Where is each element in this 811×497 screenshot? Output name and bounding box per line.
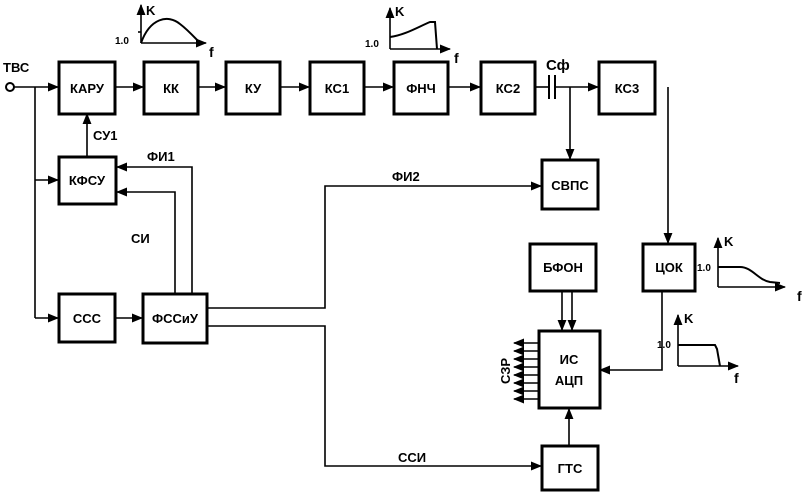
block-sss-label: ССС [73, 311, 102, 326]
response-graph-4-f: f [734, 370, 739, 386]
response-graph-1-level: 1.0 [115, 36, 129, 47]
block-gts-label: ГТС [558, 461, 583, 476]
block-kk-label: КК [163, 81, 179, 96]
block-ku-label: КУ [245, 81, 262, 96]
response-graph-4: K f 1.0 [657, 311, 740, 386]
block-ks3-label: КС3 [615, 81, 639, 96]
block-karu-label: КАРУ [70, 81, 105, 96]
signal-ssi-label: ССИ [398, 450, 426, 465]
wire-fi2 [207, 181, 543, 309]
response-graph-1-k: K [146, 3, 156, 18]
block-bfon-label: БФОН [543, 260, 583, 275]
response-graph-4-k: K [684, 311, 694, 326]
wire-tsok-acp [598, 292, 663, 375]
block-fssiu-label: ФССиУ [152, 311, 199, 326]
block-karu: КАРУ [57, 60, 117, 116]
block-is-acp: ИС АЦП [537, 329, 602, 410]
wire-si [115, 187, 176, 294]
block-ks1-label: КС1 [325, 81, 349, 96]
block-bfon: БФОН [528, 242, 598, 293]
block-svps: СВПС [540, 158, 600, 211]
response-graph-3-level: 1.0 [697, 263, 711, 274]
block-gts: ГТС [540, 444, 600, 492]
block-fnch-label: ФНЧ [406, 81, 436, 96]
input-label: ТВС [3, 60, 30, 75]
signal-si-label: СИ [131, 231, 150, 246]
response-graph-2-k: K [395, 4, 405, 19]
block-sss: ССС [57, 292, 117, 344]
block-tsok-label: ЦОК [655, 260, 683, 275]
block-fnch: ФНЧ [392, 60, 450, 116]
block-kfsu: КФСУ [57, 155, 118, 206]
wire-ssi [207, 325, 543, 471]
block-ks2: КС2 [479, 60, 537, 116]
response-graph-3: K f 1.0 [697, 234, 802, 304]
block-is-acp-label-2: АЦП [555, 373, 583, 388]
response-graph-2-level: 1.0 [365, 39, 379, 50]
wire-fi1 [115, 162, 193, 294]
block-kfsu-label: КФСУ [69, 173, 106, 188]
block-svps-label: СВПС [551, 178, 589, 193]
block-fssiu: ФССиУ [141, 292, 209, 345]
response-graph-4-level: 1.0 [657, 340, 671, 351]
response-graph-1: K f 1.0 [115, 3, 214, 60]
signal-su1-label: СУ1 [93, 128, 118, 143]
block-ks3: КС3 [597, 60, 657, 116]
response-graph-1-f: f [209, 44, 214, 60]
block-tsok: ЦОК [641, 242, 697, 293]
block-ks1: КС1 [308, 60, 366, 116]
signal-fi2-label: ФИ2 [392, 169, 420, 184]
signal-szr-label: СЗР [498, 358, 513, 384]
response-graph-2-f: f [454, 50, 459, 66]
input-terminal [5, 82, 15, 92]
block-kk: КК [142, 60, 200, 116]
response-graph-3-k: K [724, 234, 734, 249]
response-graph-3-f: f [797, 288, 802, 304]
block-ks2-label: КС2 [496, 81, 520, 96]
szr-output-bus [512, 338, 538, 404]
signal-fi1-label: ФИ1 [147, 149, 175, 164]
block-is-acp-label-1: ИС [560, 352, 579, 367]
capacitor-label: Сф [546, 57, 570, 74]
block-ku: КУ [224, 60, 282, 116]
response-graph-2: K f 1.0 [365, 4, 459, 66]
